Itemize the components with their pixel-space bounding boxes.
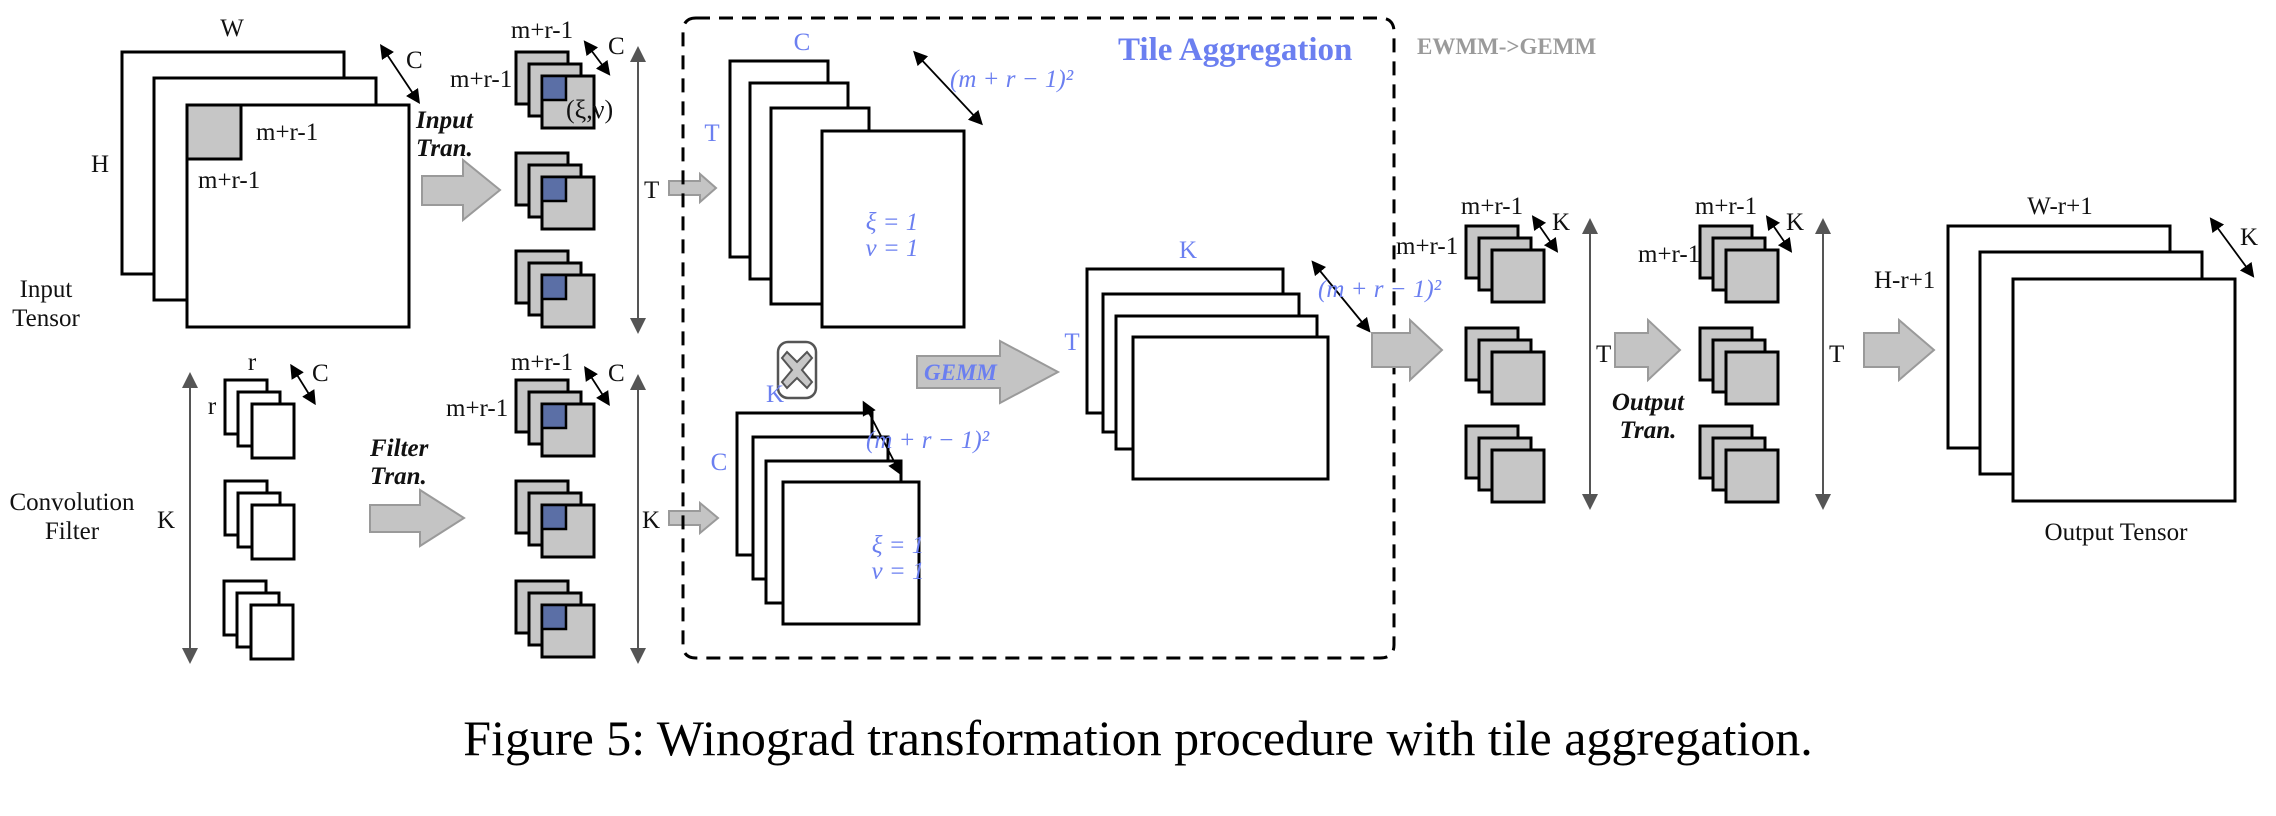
small-arrow-top — [668, 171, 718, 205]
input-tile-height-label: m+r-1 — [450, 66, 512, 93]
result-matrix-row-label: T — [1064, 329, 1079, 356]
filter-label-line1: Convolution — [9, 489, 135, 516]
input-transform-arrow: Input Tran. — [415, 107, 502, 223]
filter-tile-depth-dimension — [584, 365, 610, 407]
filter-matrix-xi: ξ = 1 — [872, 532, 925, 559]
filter-transform-label-line1: Filter — [369, 435, 429, 462]
multiply-icon — [776, 340, 818, 400]
gemm-tile-height-label: m+r-1 — [1396, 233, 1458, 260]
gemm-tile-width-label: m+r-1 — [1461, 193, 1523, 220]
ewmm-to-gemm-note: EWMM->GEMM — [1417, 34, 1596, 59]
input-matrix-xi: ξ = 1 — [866, 209, 919, 236]
transformed-filter-tiles: m+r-1 m+r-1 C K — [446, 349, 660, 664]
input-matrix-col-label: C — [794, 29, 811, 56]
input-transform-label-line2: Tran. — [416, 135, 473, 162]
input-tile-width-label: m+r-1 — [511, 17, 573, 44]
gemm-arrow: GEMM — [916, 339, 1061, 405]
output-height-label: H-r+1 — [1874, 267, 1935, 294]
output-width-label: W-r+1 — [2027, 193, 2092, 220]
input-tile — [185, 103, 243, 161]
output-depth-dimension — [2209, 217, 2255, 278]
filter-transform-label-line2: Tran. — [370, 463, 427, 490]
input-matrix-row-label: T — [704, 120, 719, 147]
input-depth-dimension — [380, 44, 420, 104]
input-matrix-depth-label: (m + r − 1)² — [950, 66, 1074, 93]
final-arrow — [1863, 317, 1936, 383]
result-matrix-depth-dimension — [1311, 260, 1371, 333]
input-tensor-label-line1: Input — [20, 276, 73, 303]
input-height-label: H — [91, 151, 109, 178]
filter-matrix-depth-label: (m + r − 1)² — [866, 427, 990, 454]
output-tile-depth-label: K — [1786, 209, 1804, 236]
output-tile-count-label: T — [1829, 341, 1844, 368]
input-depth-label: C — [406, 47, 423, 74]
transformed-input-tiles: m+r-1 m+r-1 (ξ,ν) C T — [450, 17, 659, 334]
aggregated-filter-matrix: K C (m + r − 1)² ξ = 1 ν = 1 — [711, 381, 990, 626]
filter-height-label: r — [208, 393, 217, 420]
input-tensor: W H C m+r-1 m+r-1 Input Tensor — [12, 15, 423, 332]
filter-label-line2: Filter — [45, 518, 100, 545]
filter-tile-depth-label: C — [608, 360, 625, 387]
output-transform-arrow: Output Tran. — [1612, 317, 1685, 444]
gemm-label: GEMM — [924, 360, 998, 385]
filter-matrix-col-label: K — [766, 381, 784, 408]
input-tile-depth-dimension — [583, 40, 611, 76]
filter-depth-dimension — [290, 363, 316, 406]
output-transform-label-line1: Output — [1612, 389, 1685, 416]
aggregated-input-matrix: C T (m + r − 1)² ξ = 1 ν = 1 — [704, 29, 1074, 329]
result-matrix-col-label: K — [1179, 237, 1197, 264]
input-transform-label-line1: Input — [415, 107, 474, 134]
input-tile-count-label: T — [644, 177, 659, 204]
gemm-output-tiles: m+r-1 m+r-1 K T — [1396, 193, 1611, 510]
filter-tile-height-label: m+r-1 — [446, 395, 508, 422]
tile-aggregation-title: Tile Aggregation — [1118, 32, 1352, 68]
input-tile-depth-label: C — [608, 33, 625, 60]
filter-depth-label: C — [312, 360, 329, 387]
gemm-result-matrix: K T (m + r − 1)² — [1064, 237, 1442, 481]
input-tile-width-label: m+r-1 — [256, 119, 318, 146]
output-tile-depth-dimension — [1765, 215, 1793, 253]
filter-matrix-depth-dimension — [862, 400, 902, 476]
input-tensor-label-line2: Tensor — [12, 305, 80, 332]
aggregation-output-arrow — [1371, 317, 1444, 383]
tile-aggregation-box: Tile Aggregation EWMM->GEMM C T (m + r −… — [681, 16, 1596, 660]
output-tile-height-label: m+r-1 — [1638, 241, 1700, 268]
output-depth-label: K — [2240, 224, 2258, 251]
output-tensor: W-r+1 H-r+1 K Output Tensor — [1874, 193, 2258, 546]
gemm-tile-depth-label: K — [1552, 209, 1570, 236]
figure-caption: Figure 5: Winograd transformation proced… — [463, 710, 1812, 766]
filter-transform-arrow: Filter Tran. — [369, 435, 466, 548]
filter-matrix-row-label: C — [711, 449, 728, 476]
input-matrix-depth-dimension — [913, 50, 983, 126]
result-matrix-depth-label: (m + r − 1)² — [1318, 276, 1442, 303]
output-transform-label-line2: Tran. — [1620, 417, 1677, 444]
small-arrow-bottom — [668, 500, 720, 536]
filter-width-label: r — [248, 349, 257, 376]
convolution-filter: r r C K Convolution Filter — [9, 349, 329, 664]
filter-count-label: K — [157, 507, 175, 534]
filter-tile-width-label: m+r-1 — [511, 349, 573, 376]
gemm-tile-count-label: T — [1596, 341, 1611, 368]
input-matrix-nu: ν = 1 — [866, 235, 919, 262]
output-tile-width-label: m+r-1 — [1695, 193, 1757, 220]
output-transformed-tiles: m+r-1 m+r-1 K T — [1638, 193, 1844, 510]
input-width-label: W — [220, 15, 244, 42]
gemm-tile-depth-dimension — [1531, 215, 1559, 253]
xi-nu-coordinate: (ξ,ν) — [566, 95, 613, 124]
filter-tile-count-label: K — [642, 507, 660, 534]
output-tensor-label: Output Tensor — [2045, 519, 2189, 546]
filter-matrix-nu: ν = 1 — [872, 558, 925, 585]
input-tile-height-label: m+r-1 — [198, 167, 260, 194]
